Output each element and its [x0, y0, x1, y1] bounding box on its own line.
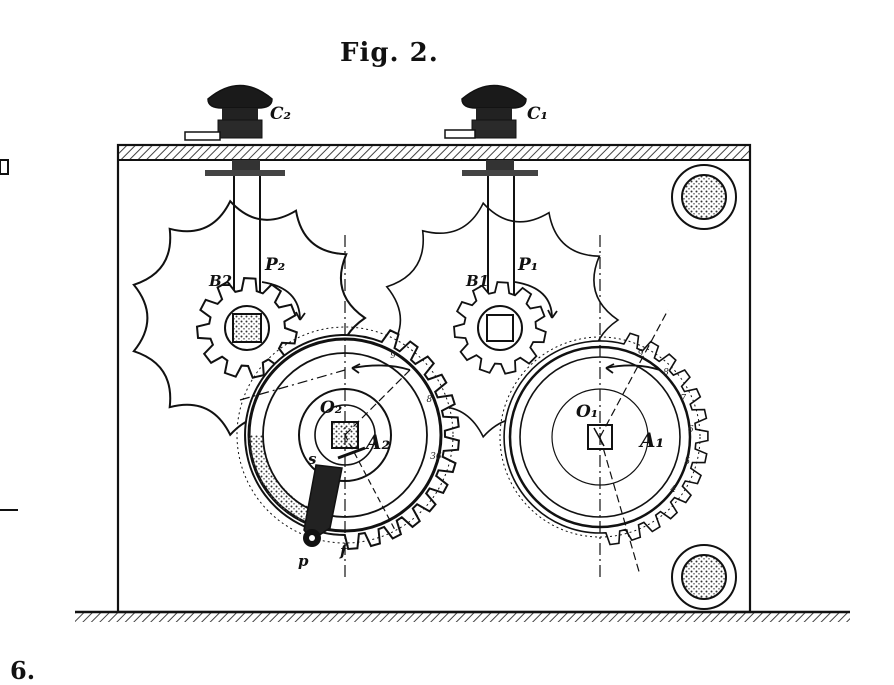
label-c1: C₁ — [527, 104, 548, 124]
housing-box — [116, 143, 752, 614]
knob-c2 — [184, 84, 285, 176]
gear-tick-number: 9 — [637, 349, 644, 360]
pinion-b2-hub — [224, 305, 270, 351]
edge-marks — [0, 159, 18, 511]
knob-c1 — [444, 84, 538, 176]
shaft-b1 — [487, 176, 515, 310]
pawl-lever — [303, 446, 366, 547]
label-b2: B2 — [209, 272, 233, 290]
screw-bottom-right — [671, 544, 737, 610]
screw-top-right — [671, 164, 737, 230]
gear-a1 — [499, 332, 709, 546]
axis-lines — [239, 235, 669, 580]
gear-tick-number: 6 — [687, 425, 694, 436]
ground-line — [75, 610, 850, 622]
page-number: 6. — [10, 656, 36, 685]
label-a2: A₂ — [366, 430, 391, 454]
label-c2: C₂ — [270, 104, 291, 124]
label-o2: O₂ — [320, 398, 343, 418]
gear-tick-number: 8 — [663, 368, 669, 379]
label-p2: P₂ — [265, 255, 286, 275]
label-s: s — [308, 450, 317, 468]
label-o1: O₁ — [576, 402, 599, 422]
label-p: p — [298, 552, 309, 570]
shaft-b2 — [233, 176, 261, 310]
label-b1: B1 — [466, 272, 490, 290]
pinion-b2-square — [232, 313, 262, 343]
label-a1: A₁ — [640, 428, 665, 452]
gear-tick-number: 4 — [670, 485, 677, 496]
figure-title: Fig. 2. — [340, 38, 439, 68]
gear-tick-number: 9 — [390, 351, 397, 362]
pinion-b1-hub — [477, 305, 523, 351]
gear-tick-number: 36 — [430, 451, 442, 462]
pinion-b1-square — [486, 314, 514, 342]
gear-tick-number: 7 — [680, 394, 687, 405]
gear-tick-number: 5 — [684, 456, 691, 467]
label-f: f — [340, 542, 347, 560]
gear-tick-number: 8 — [426, 395, 433, 406]
rotation-arrows — [261, 281, 661, 374]
label-p1: P₁ — [518, 255, 539, 275]
